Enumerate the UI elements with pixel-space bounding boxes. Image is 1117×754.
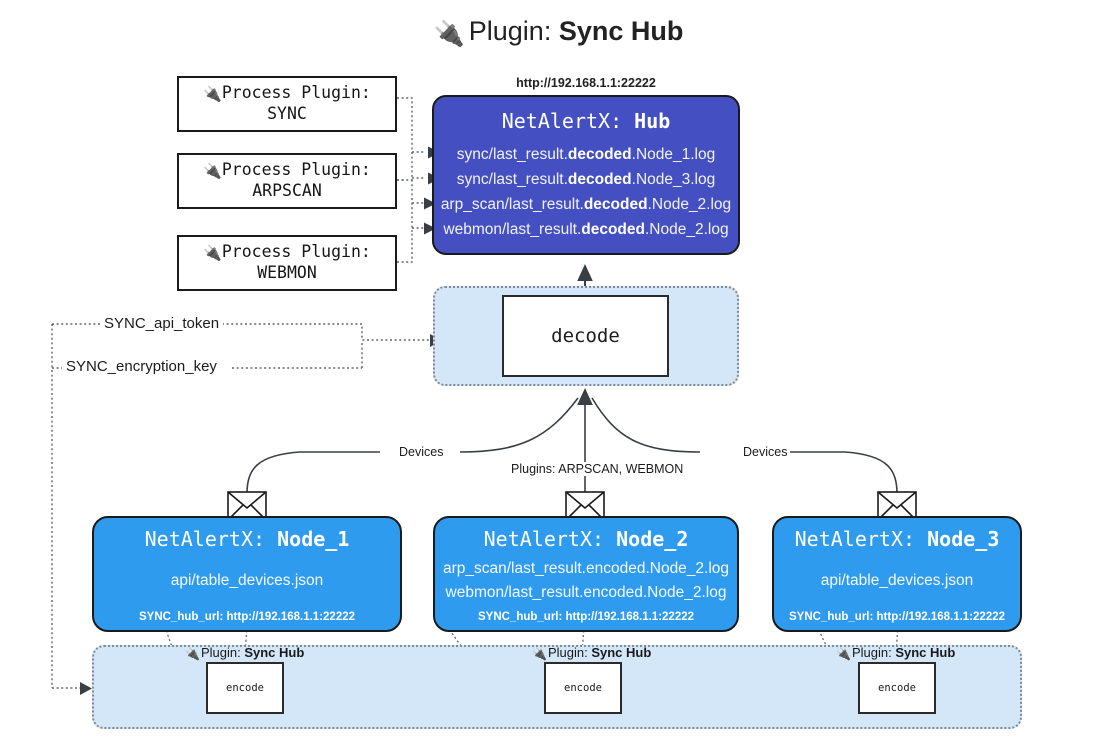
node-3[interactable]: NetAlertX: Node_3 api/table_devices.json… — [772, 516, 1022, 632]
node-footer: SYNC_hub_url: http://192.168.1.1:22222 — [788, 611, 1006, 623]
page-title: 🔌Plugin: Sync Hub — [0, 16, 1117, 49]
node-title: NetAlertX: Node_3 — [794, 527, 1000, 551]
node-line: api/table_devices.json — [170, 571, 324, 589]
plug-icon: 🔌 — [203, 85, 222, 104]
node-line: webmon/last_result.encoded.Node_2.log — [445, 584, 727, 601]
plug-icon: 🔌 — [185, 647, 200, 661]
decode-box[interactable]: decode — [502, 295, 669, 377]
hub-log-2: sync/last_result.decoded.Node_3.log — [456, 171, 716, 189]
node-footer: SYNC_hub_url: http://192.168.1.1:22222 — [138, 611, 356, 623]
hub-title-prefix: NetAlertX: — [501, 109, 623, 133]
process-plugin-label: Process Plugin: — [221, 160, 371, 180]
process-plugin-label: Process Plugin: — [221, 83, 371, 103]
hub-log-4: webmon/last_result.decoded.Node_2.log — [443, 221, 729, 239]
node-title: NetAlertX: Node_1 — [144, 527, 350, 551]
hub-title: NetAlertX: Hub — [502, 109, 671, 133]
encode-box-3[interactable]: encode — [858, 662, 936, 714]
process-plugin-webmon[interactable]: 🔌Process Plugin: WEBMON — [177, 235, 397, 291]
title-name: Sync Hub — [558, 16, 684, 46]
process-plugin-name: SYNC — [267, 104, 307, 124]
plug-icon: 🔌 — [203, 162, 222, 181]
node-line: api/table_devices.json — [820, 571, 974, 589]
hub-url-label: http://192.168.1.1:22222 — [516, 76, 656, 90]
process-plugin-name: ARPSCAN — [252, 181, 322, 201]
title-prefix: Plugin: — [468, 16, 552, 46]
secret-api-token-label: SYNC_api_token — [100, 315, 224, 332]
edge-label-devices-right: Devices — [740, 445, 791, 459]
node-2[interactable]: NetAlertX: Node_2 arp_scan/last_result.e… — [433, 516, 739, 632]
hub-log-3: arp_scan/last_result.decoded.Node_2.log — [440, 196, 732, 214]
plug-icon: 🔌 — [433, 20, 465, 48]
strip-plugin-label-1: 🔌Plugin: Sync Hub — [185, 645, 305, 661]
process-plugin-label: Process Plugin: — [221, 242, 371, 262]
process-plugin-sync[interactable]: 🔌Process Plugin: SYNC — [177, 76, 397, 132]
encode-box-2[interactable]: encode — [544, 662, 622, 714]
secret-encryption-key-label: SYNC_encryption_key — [62, 358, 221, 375]
plug-icon: 🔌 — [203, 244, 222, 263]
hub-node[interactable]: NetAlertX: Hub sync/last_result.decoded.… — [432, 95, 740, 255]
node-line: arp_scan/last_result.encoded.Node_2.log — [442, 559, 730, 577]
plug-icon: 🔌 — [532, 647, 547, 661]
node-title: NetAlertX: Node_2 — [483, 527, 689, 551]
process-plugin-arpscan[interactable]: 🔌Process Plugin: ARPSCAN — [177, 153, 397, 209]
hub-title-name: Hub — [634, 109, 671, 133]
plug-icon: 🔌 — [836, 647, 851, 661]
process-plugin-name: WEBMON — [257, 263, 317, 283]
encode-box-1[interactable]: encode — [206, 662, 284, 714]
hub-log-1: sync/last_result.decoded.Node_1.log — [456, 146, 716, 163]
edge-label-plugins-center: Plugins: ARPSCAN, WEBMON — [508, 462, 687, 476]
node-1[interactable]: NetAlertX: Node_1 api/table_devices.json… — [92, 516, 402, 632]
strip-plugin-label-3: 🔌Plugin: Sync Hub — [836, 645, 956, 661]
node-footer: SYNC_hub_url: http://192.168.1.1:22222 — [477, 611, 695, 623]
strip-plugin-label-2: 🔌Plugin: Sync Hub — [532, 645, 652, 661]
edge-label-devices-left: Devices — [396, 445, 447, 459]
